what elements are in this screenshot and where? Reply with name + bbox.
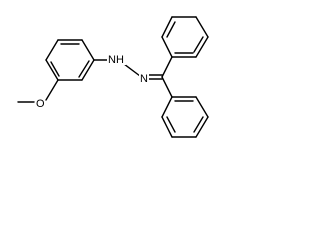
atom-mask-nh <box>107 51 126 65</box>
bond-ring3-b <box>161 116 173 138</box>
atom-hydrogen-nh: H <box>116 54 124 66</box>
atom-label-n-imine: N <box>139 70 149 85</box>
bond-ring2-double-1 <box>166 21 176 38</box>
methoxy-group <box>17 79 59 103</box>
bond-c-to-upper-ring <box>161 56 173 78</box>
atom-mask-o-methoxy <box>35 95 45 109</box>
bond-ring3-a <box>161 96 173 118</box>
bond-ring3-double-3 <box>166 116 176 133</box>
atom-label-nh: N H <box>107 51 126 66</box>
bond-ring-to-o <box>45 79 59 101</box>
methoxyphenyl-ring <box>45 39 95 81</box>
bond-nh-to-n <box>123 63 141 77</box>
atom-element-o-methoxy: O <box>36 98 45 110</box>
bond-ring1-double-3 <box>50 61 60 77</box>
phenyl-ring-upper <box>161 16 209 78</box>
bond-c-to-lower-ring <box>161 76 173 98</box>
bond-ring2-d <box>195 16 209 38</box>
bond-ring3-d <box>195 116 209 138</box>
bond-ring3-e <box>195 96 209 118</box>
atom-label-o-methoxy: O <box>35 95 45 110</box>
atom-mask-n-imine <box>139 70 149 84</box>
bond-ring1-e <box>45 59 59 81</box>
bond-ring1-double-2 <box>78 60 90 78</box>
bond-ring1-b <box>81 39 95 61</box>
hydrazone-linkage <box>93 59 163 80</box>
phenyl-ring-lower <box>161 76 209 138</box>
bond-ring3-double-2 <box>193 116 204 133</box>
bond-ring1-c <box>81 59 95 81</box>
atom-element-n-imine: N <box>140 73 148 85</box>
molecule-diagram: N H N O <box>17 16 209 138</box>
bond-ring2-b <box>161 16 173 38</box>
bond-ring2-double-2 <box>193 36 204 53</box>
bond-ring1-f <box>45 39 59 61</box>
bond-ring2-e <box>195 36 209 58</box>
atom-element-nh: N <box>108 54 116 66</box>
bond-ring2-a <box>161 36 173 58</box>
